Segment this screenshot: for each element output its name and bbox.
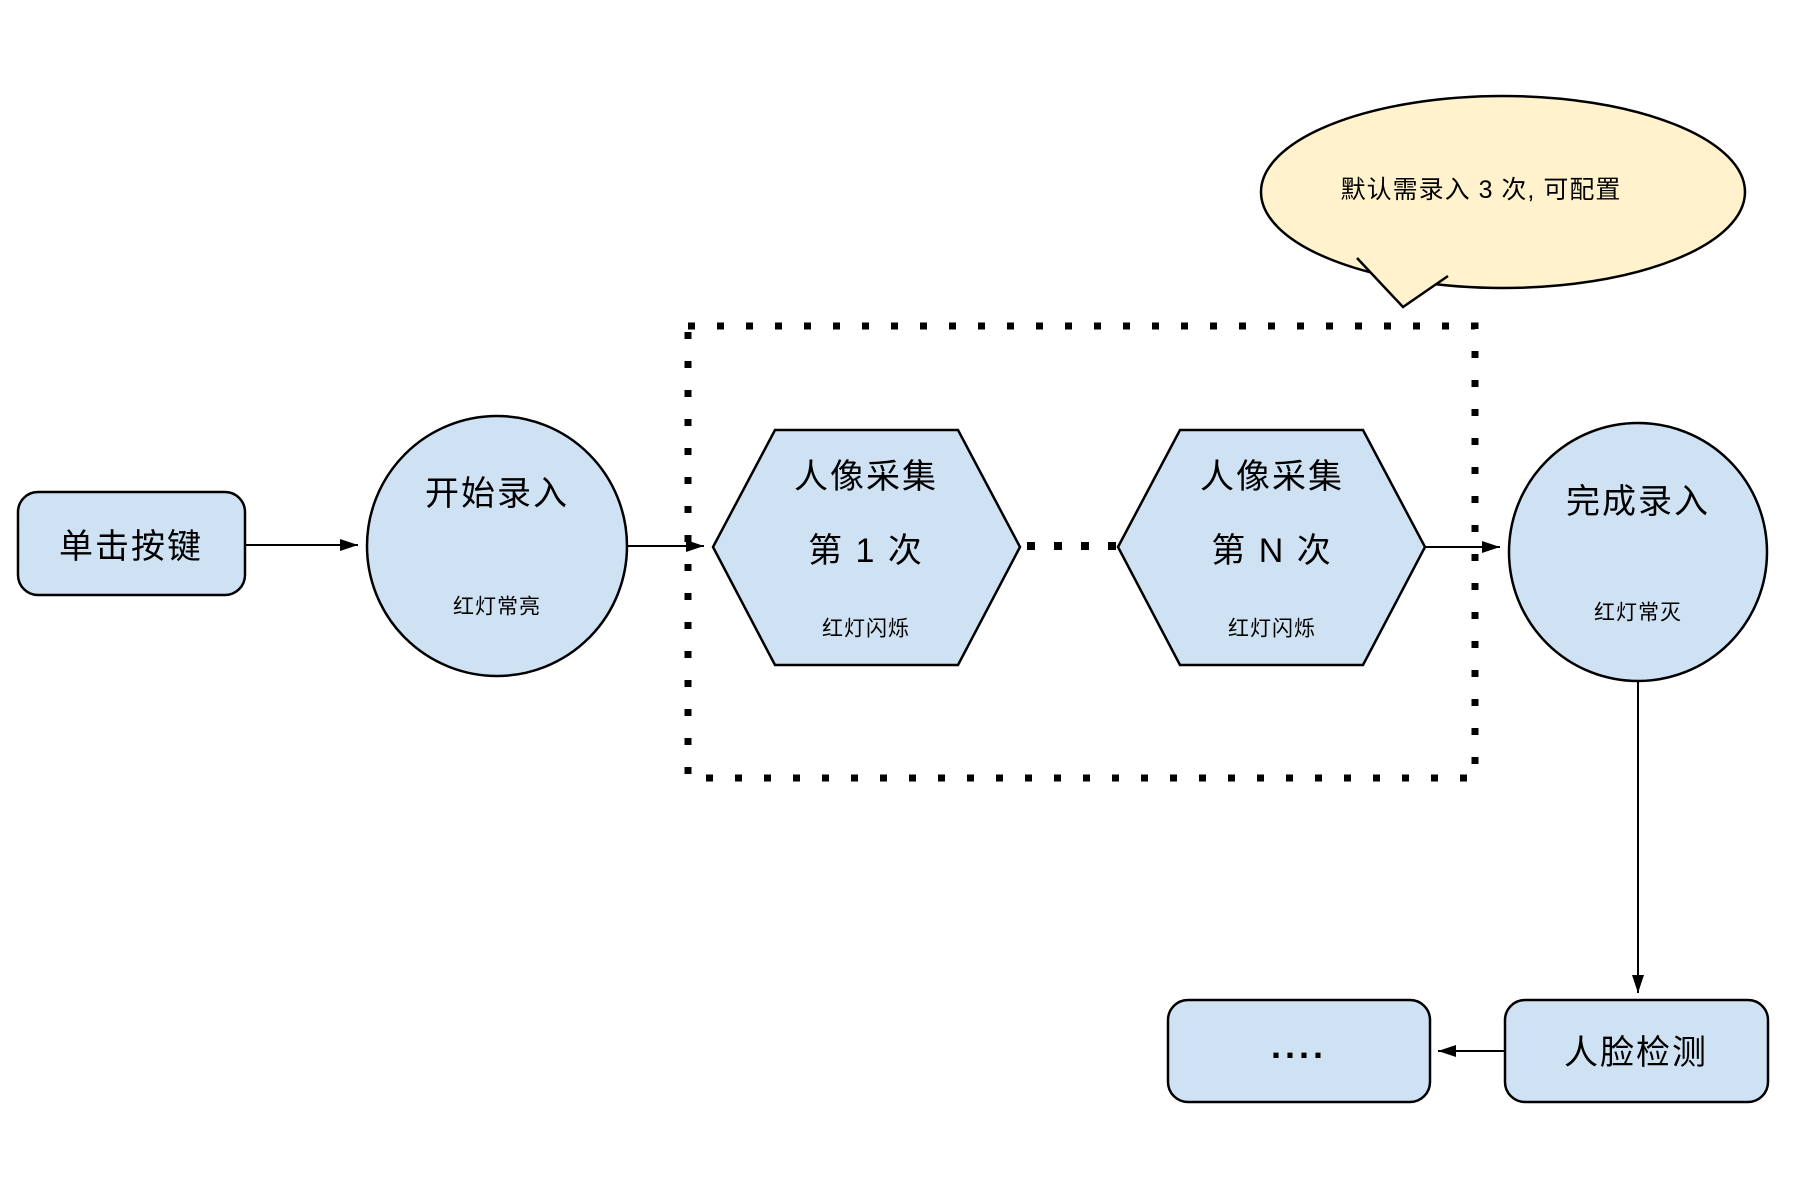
face-detect-box — [1503, 998, 1770, 1104]
more-box — [1166, 998, 1432, 1104]
start-enroll-circle — [365, 414, 629, 678]
capture-first-hexagon — [711, 428, 1022, 667]
more-label: .... — [1271, 1025, 1327, 1066]
click-button-box — [16, 490, 247, 597]
capture-nth-line2: 第 N 次 — [1211, 532, 1332, 570]
start-enroll-title: 开始录入 — [425, 475, 569, 513]
node-finish-enroll: 完成录入 红灯常灭 — [1507, 421, 1769, 683]
capture-first-subtitle: 红灯闪烁 — [822, 618, 910, 641]
finish-enroll-title: 完成录入 — [1566, 483, 1710, 521]
capture-first-line2: 第 1 次 — [808, 532, 924, 570]
start-enroll-subtitle: 红灯常亮 — [453, 596, 541, 619]
capture-nth-line1: 人像采集 — [1200, 458, 1344, 496]
connectors — [246, 539, 1644, 1057]
callout-text: 默认需录入 3 次, 可配置 — [1341, 176, 1622, 204]
node-start-enroll: 开始录入 红灯常亮 — [365, 414, 629, 678]
finish-enroll-subtitle: 红灯常灭 — [1594, 602, 1682, 625]
face-detect-label: 人脸检测 — [1564, 1034, 1708, 1072]
finish-enroll-circle — [1507, 421, 1769, 683]
capture-nth-subtitle: 红灯闪烁 — [1228, 618, 1316, 641]
node-face-detect: 人脸检测 — [1503, 998, 1770, 1104]
callout-bubble: 默认需录入 3 次, 可配置 — [1259, 94, 1747, 309]
node-more: .... — [1166, 998, 1432, 1104]
node-capture-first: 人像采集 第 1 次 红灯闪烁 — [711, 428, 1022, 667]
capture-nth-hexagon — [1116, 428, 1427, 667]
capture-first-line1: 人像采集 — [794, 458, 938, 496]
node-click-button: 单击按键 — [16, 490, 247, 597]
node-capture-nth: 人像采集 第 N 次 红灯闪烁 — [1116, 428, 1427, 667]
click-button-label: 单击按键 — [59, 528, 203, 566]
callout-tail — [1356, 257, 1449, 309]
callout-ellipse — [1259, 94, 1747, 290]
